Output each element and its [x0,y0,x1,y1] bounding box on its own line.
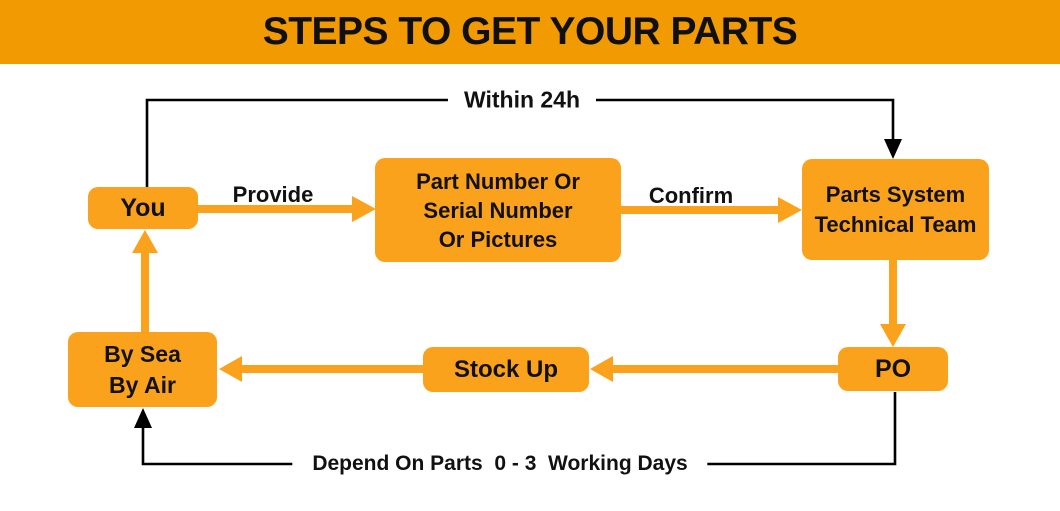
node-shipping: By Sea By Air [68,332,217,407]
edge-provide-arrowhead-icon [352,196,376,222]
node-stock-up: Stock Up [423,347,589,392]
edge-po-stock-arrowhead-icon [590,356,613,382]
edge-po-shipping-arrowhead-icon [134,408,152,428]
edge-shipping-you-arrowhead-icon [132,230,158,253]
edge-label-provide: Provide [232,182,314,207]
edge-stock-shipping-arrowhead-icon [219,356,242,382]
node-po: PO [838,347,948,391]
edge-confirm-arrowhead-icon [778,197,802,223]
edge-you-team-arrowhead-icon [884,139,902,159]
edge-label-depend: Depend On Parts 0 - 3 Working Days [292,452,708,476]
node-technical-team: Parts System Technical Team [802,159,989,260]
node-you: You [88,187,198,229]
edge-team-po-arrowhead-icon [880,324,906,347]
title-banner: STEPS TO GET YOUR PARTS [0,0,1060,64]
page-title: STEPS TO GET YOUR PARTS [262,10,798,53]
edge-label-confirm: Confirm [648,183,734,208]
node-part-details: Part Number Or Serial Number Or Pictures [375,158,621,262]
edge-label-within-24h: Within 24h [447,86,597,114]
